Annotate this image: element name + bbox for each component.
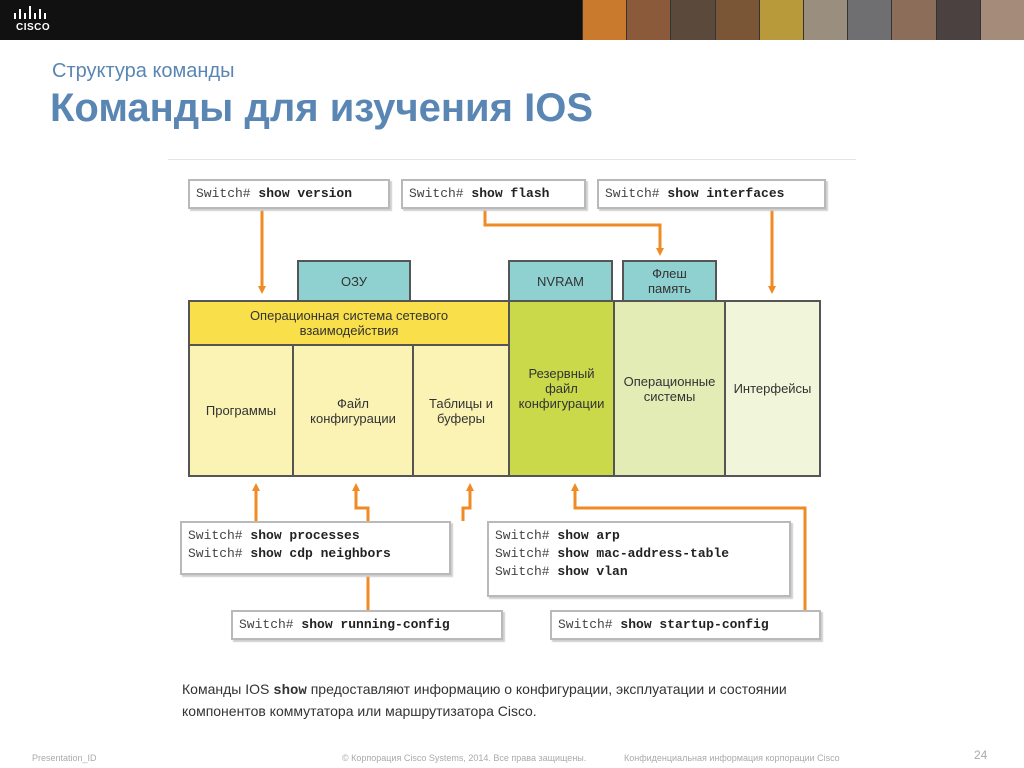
interfaces-block: Интерфейсы <box>724 300 821 477</box>
interfaces-label: Интерфейсы <box>733 381 812 396</box>
cmd-box-processes-cdp: Switch# show processes Switch# show cdp … <box>180 521 451 575</box>
cmd-text: show flash <box>471 186 550 201</box>
cmd-text: show running-config <box>301 617 450 632</box>
cmd-show-version: Switch# show version <box>188 179 390 209</box>
tables-label: Таблицы и буферы <box>429 395 493 426</box>
slide-subtitle: Структура команды <box>52 60 235 82</box>
cmd-prompt: Switch# <box>605 186 660 201</box>
header-photo <box>847 0 892 40</box>
cmd-show-startup-config: Switch# show startup-config <box>550 610 821 640</box>
cmd-text: show version <box>258 186 353 201</box>
cmd-text: show arp <box>557 528 620 543</box>
cmd-prompt: Switch# <box>495 564 550 579</box>
header-photo-strip <box>582 0 1024 40</box>
os-block: Операционные системы <box>613 300 726 477</box>
cmd-prompt: Switch# <box>188 546 243 561</box>
header-photo <box>758 0 804 40</box>
footer-presentation-id: Presentation_ID <box>32 753 97 763</box>
programs-label: Программы <box>205 403 277 418</box>
backup-config-block: Резервный файл конфигурации <box>508 300 615 477</box>
cmd-text: show cdp neighbors <box>250 546 391 561</box>
header-photo <box>935 0 980 40</box>
os-label: Операционные системы <box>623 373 716 404</box>
divider <box>168 159 856 160</box>
cmd-text: show vlan <box>557 564 628 579</box>
cisco-logo-text: CISCO <box>16 22 51 33</box>
header-bar: CISCO <box>0 0 1024 40</box>
arrow-to-backup <box>571 483 807 610</box>
page-number: 24 <box>974 748 988 762</box>
ios-label: Операционная система сетевого взаимодейс… <box>249 308 449 338</box>
config-file-block: Файл конфигурации <box>292 344 414 477</box>
cisco-logo: CISCO <box>12 5 62 35</box>
tables-block: Таблицы и буферы <box>412 344 510 477</box>
nvram-label: NVRAM <box>537 273 584 289</box>
ram-header: ОЗУ <box>297 260 411 302</box>
slide-title: Команды для изучения IOS <box>50 86 594 130</box>
cmd-text: show processes <box>250 528 360 543</box>
caption-keyword: show <box>273 683 307 699</box>
cmd-text: show interfaces <box>667 186 785 201</box>
programs-block: Программы <box>188 344 294 477</box>
cmd-text: show mac-address-table <box>557 546 730 561</box>
nvram-header: NVRAM <box>508 260 613 302</box>
footer-confidential: Конфиденциальная информация корпорации C… <box>624 753 840 763</box>
cmd-prompt: Switch# <box>196 186 251 201</box>
cmd-prompt: Switch# <box>409 186 464 201</box>
flash-label: Флеш память <box>648 266 691 296</box>
cmd-prompt: Switch# <box>495 546 550 561</box>
header-photo <box>582 0 627 40</box>
header-photo <box>670 0 715 40</box>
footer-copyright: © Корпорация Cisco Systems, 2014. Все пр… <box>342 753 587 763</box>
cmd-text: show startup-config <box>620 617 769 632</box>
config-file-label: Файл конфигурации <box>310 395 396 426</box>
cmd-show-interfaces: Switch# show interfaces <box>597 179 826 209</box>
cmd-box-arp-mac-vlan: Switch# show arp Switch# show mac-addres… <box>487 521 791 597</box>
cmd-show-flash: Switch# show flash <box>401 179 586 209</box>
header-photo <box>891 0 936 40</box>
cisco-bars-icon <box>14 6 46 19</box>
ios-block: Операционная система сетевого взаимодейс… <box>188 300 510 346</box>
cmd-prompt: Switch# <box>558 617 613 632</box>
header-photo <box>714 0 759 40</box>
caption: Команды IOS show предоставляют информаци… <box>182 679 822 721</box>
arrow-show-flash <box>483 209 664 256</box>
flash-header: Флеш память <box>622 260 717 302</box>
ram-label: ОЗУ <box>340 273 368 289</box>
arrow-to-tables <box>461 483 474 521</box>
caption-prefix: Команды IOS <box>182 681 274 697</box>
header-photo <box>803 0 848 40</box>
header-photo <box>979 0 1024 40</box>
cmd-prompt: Switch# <box>188 528 243 543</box>
cmd-prompt: Switch# <box>495 528 550 543</box>
cmd-prompt: Switch# <box>239 617 294 632</box>
backup-config-label: Резервный файл конфигурации <box>518 366 605 411</box>
header-photo <box>626 0 671 40</box>
caption-text: предоставляют информацию о конфигурации,… <box>182 681 787 719</box>
cmd-show-running-config: Switch# show running-config <box>231 610 503 640</box>
